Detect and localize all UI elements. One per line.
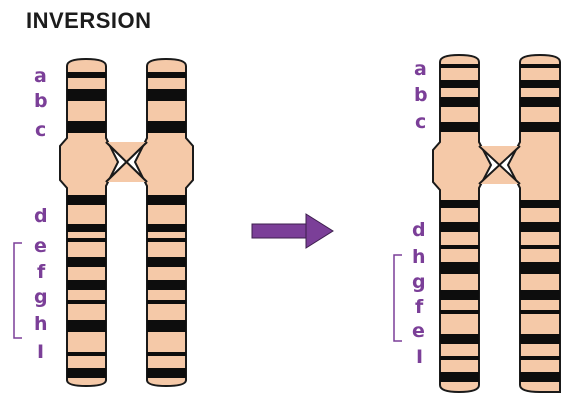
chromosome-before [60,59,193,386]
chromosome-after [433,55,560,392]
chromatid-before-right [135,59,193,386]
chromatid-before-left [60,59,118,386]
inversion-bracket-after [394,255,402,341]
right-arrow-icon [252,214,333,248]
inversion-bracket-before [14,243,22,338]
